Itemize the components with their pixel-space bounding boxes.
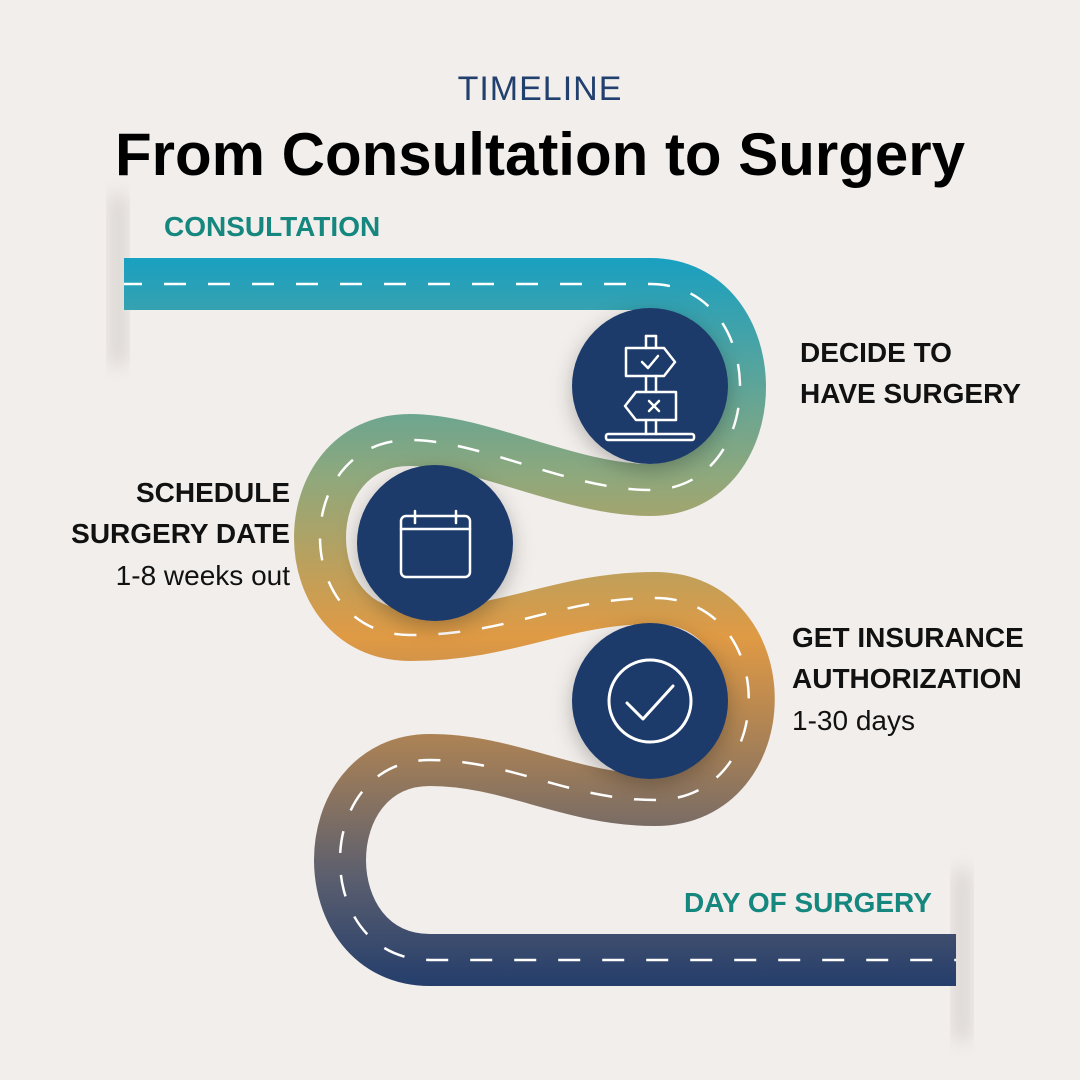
step-title-line2: SURGERY DATE xyxy=(71,518,290,549)
signpost-icon xyxy=(604,334,696,442)
road-lane-dashes xyxy=(124,282,956,962)
step-circle-decide xyxy=(572,308,728,464)
step-title-line2: HAVE SURGERY xyxy=(800,378,1021,409)
start-label: CONSULTATION xyxy=(164,211,381,242)
step-label-schedule: SCHEDULE SURGERY DATE 1-8 weeks out xyxy=(40,472,290,598)
step-circle-schedule xyxy=(357,465,513,621)
step-label-insurance: GET INSURANCE AUTHORIZATION 1-30 days xyxy=(792,617,1024,743)
road-start-shadow xyxy=(112,195,124,365)
step-duration: 1-8 weeks out xyxy=(115,560,290,591)
road-end-shadow xyxy=(956,870,968,1040)
calendar-icon xyxy=(399,509,472,579)
end-label: DAY OF SURGERY xyxy=(684,887,932,918)
step-title-line1: SCHEDULE xyxy=(135,477,290,508)
step-duration: 1-30 days xyxy=(792,705,915,736)
step-title-line2: AUTHORIZATION xyxy=(792,663,1022,694)
step-label-decide: DECIDE TO HAVE SURGERY xyxy=(800,332,1021,414)
page-title: From Consultation to Surgery xyxy=(114,121,966,188)
checkmark-circle-icon xyxy=(607,658,693,744)
step-title-line1: GET INSURANCE xyxy=(792,622,1024,653)
step-title-line1: DECIDE TO xyxy=(800,337,952,368)
header-eyebrow: TIMELINE xyxy=(457,70,623,108)
step-circle-insurance xyxy=(572,623,728,779)
